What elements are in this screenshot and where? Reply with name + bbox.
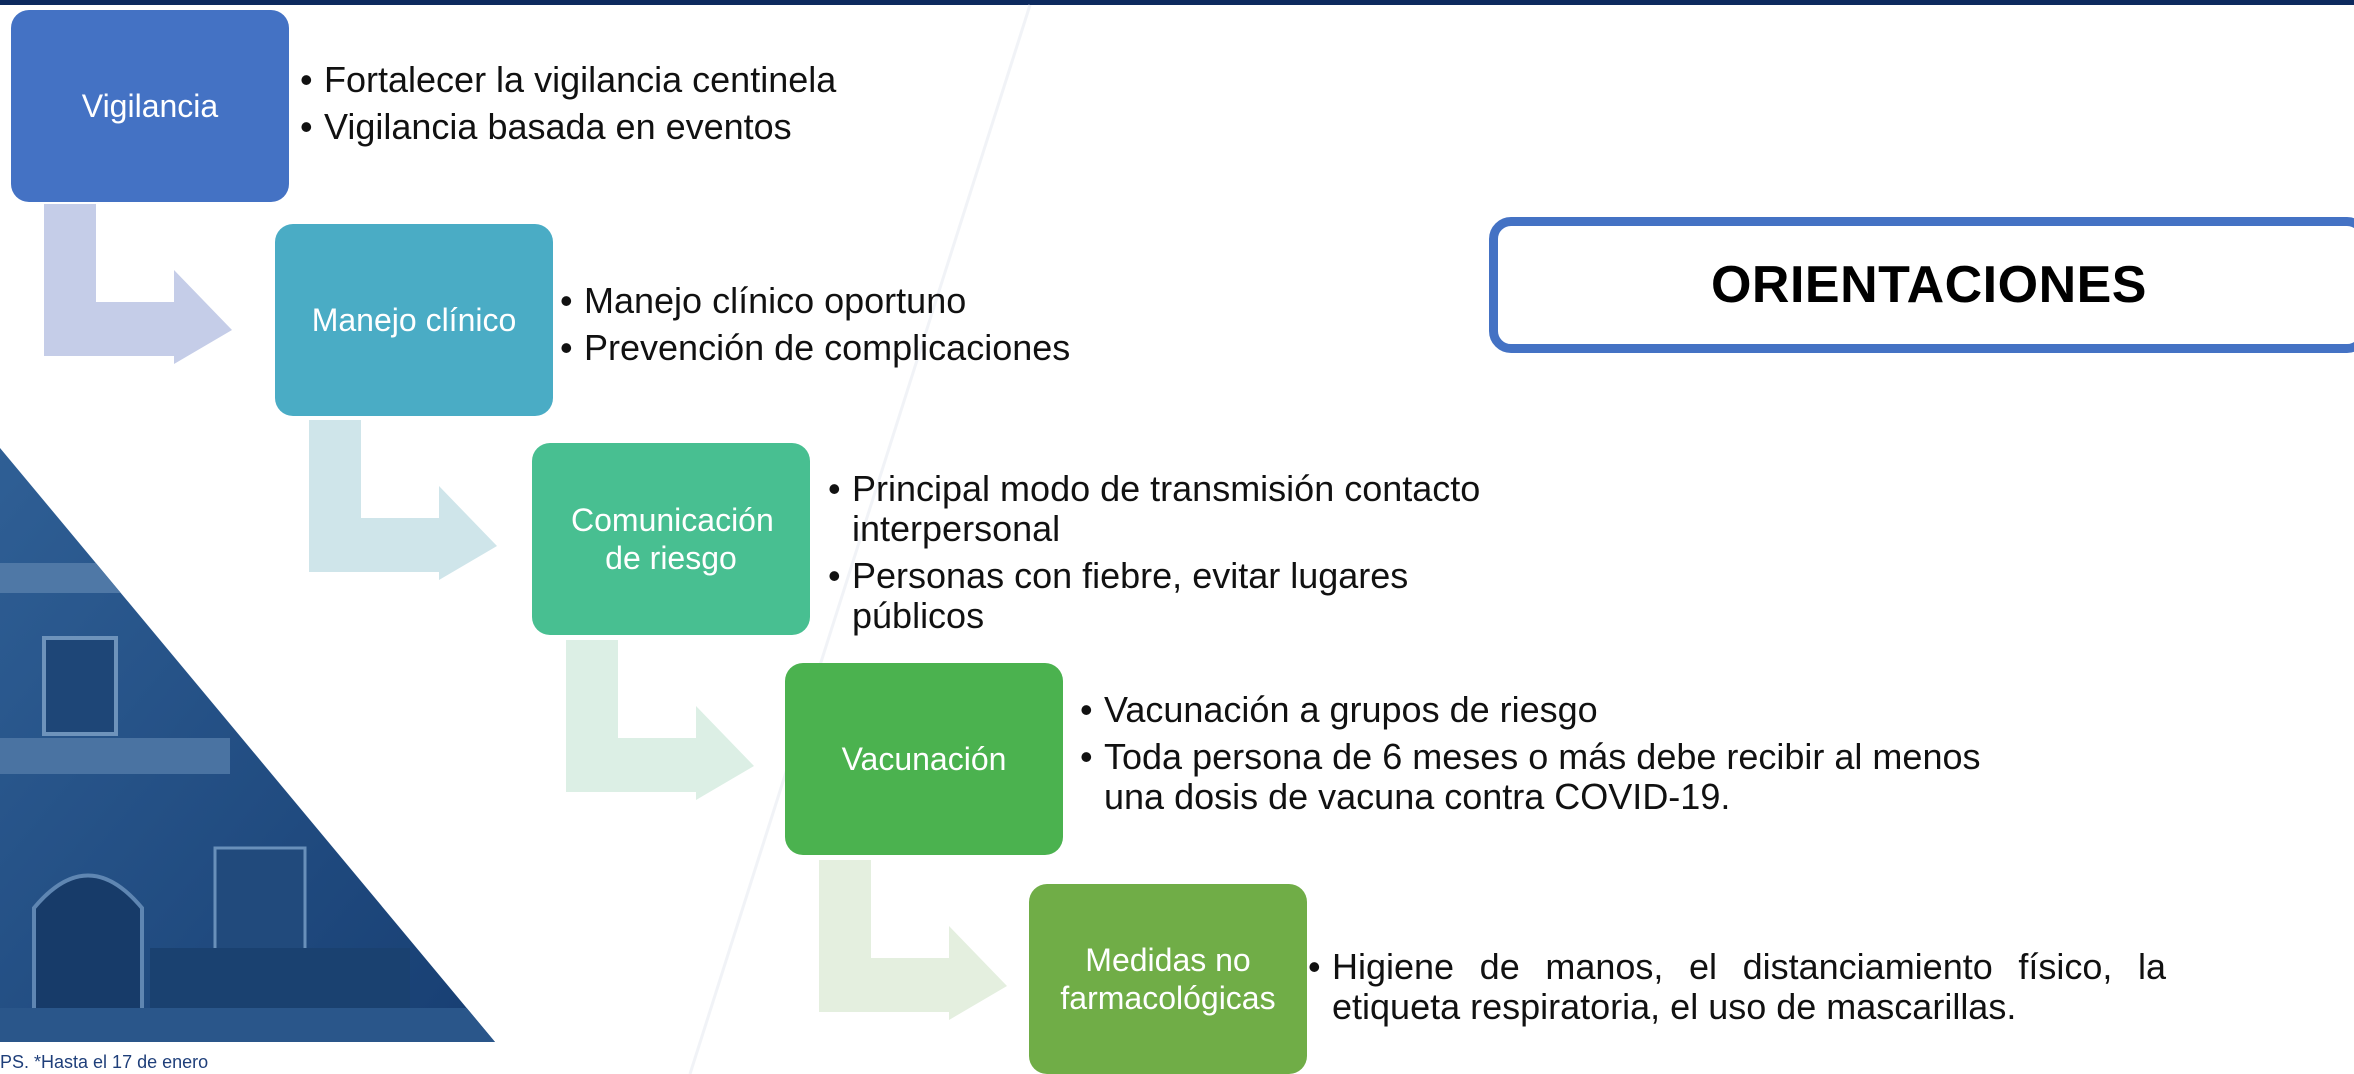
bullet-item: Toda persona de 6 meses o más debe recib… — [1080, 737, 2040, 817]
step-arrow-4 — [819, 860, 1007, 1020]
step-label-comunicacion-riesgo: Comunicación de riesgo — [571, 502, 774, 576]
step-arrow-1 — [44, 204, 232, 364]
step-label-vacunacion: Vacunación — [841, 741, 1007, 777]
bullet-item: Prevención de complicaciones — [560, 328, 1200, 369]
step-box-comunicacion-riesgo: Comunicación de riesgo — [532, 443, 810, 635]
step-arrow-2 — [309, 420, 497, 580]
step-label-manejo-clinico: Manejo clínico — [311, 302, 517, 338]
orientations-title: ORIENTACIONES — [1710, 256, 2147, 314]
step-box-manejo-clinico: Manejo clínico — [275, 224, 553, 416]
step-box-medidas-no-farmacologicas: Medidas no farmacológicas — [1029, 884, 1307, 1074]
step-box-vigilancia: Vigilancia — [11, 10, 289, 202]
bullet-item: Higiene de manos, el distanciamiento fís… — [1308, 947, 2166, 1027]
bullet-list-vigilancia: Fortalecer la vigilancia centinela Vigil… — [300, 60, 1000, 154]
bullet-item: Personas con fiebre, evitar lugares públ… — [828, 556, 1528, 636]
step-label-vigilancia: Vigilancia — [81, 88, 219, 124]
bullet-item: Principal modo de transmisión contacto i… — [828, 469, 1528, 549]
bullet-list-manejo-clinico: Manejo clínico oportuno Prevención de co… — [560, 281, 1200, 375]
bullet-list-medidas-no-farmacologicas: Higiene de manos, el distanciamiento fís… — [1308, 947, 2166, 1034]
step-label-medidas-no-farmacologicas: Medidas no farmacológicas — [1060, 942, 1276, 1016]
building-photo — [0, 448, 495, 1042]
top-bar — [0, 0, 2354, 5]
bullet-item: Manejo clínico oportuno — [560, 281, 1200, 322]
bullet-item: Vigilancia basada en eventos — [300, 107, 1000, 148]
footnote: PS. *Hasta el 17 de enero — [0, 1052, 209, 1072]
bullet-list-vacunacion: Vacunación a grupos de riesgo Toda perso… — [1080, 690, 2040, 824]
step-arrow-3 — [566, 640, 754, 800]
bullet-list-comunicacion-riesgo: Principal modo de transmisión contacto i… — [828, 469, 1528, 643]
bullet-item: Vacunación a grupos de riesgo — [1080, 690, 2040, 731]
step-box-vacunacion: Vacunación — [785, 663, 1063, 855]
orientations-box: ORIENTACIONES — [1489, 217, 2354, 353]
bullet-item: Fortalecer la vigilancia centinela — [300, 60, 1000, 101]
